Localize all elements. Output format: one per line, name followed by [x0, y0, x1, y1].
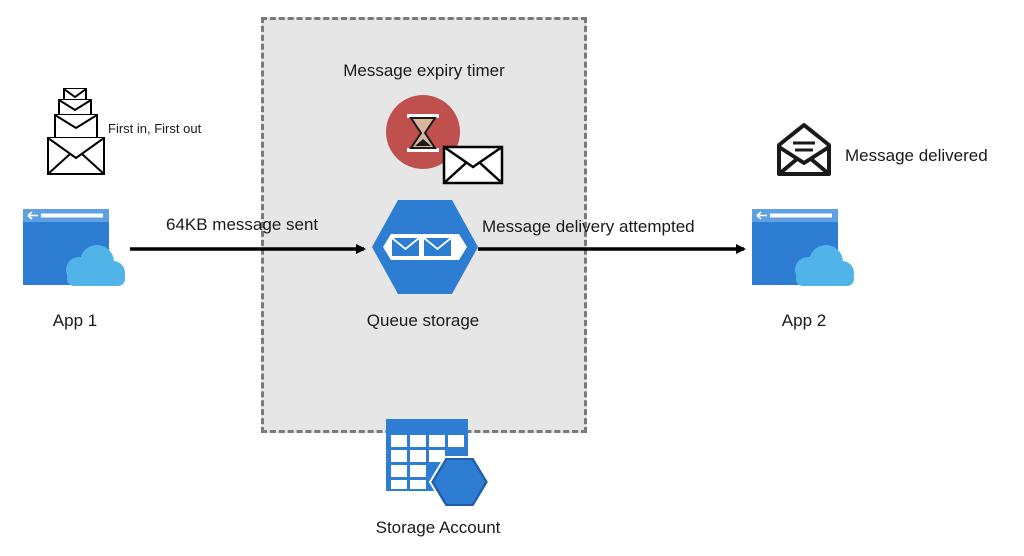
app1-label: App 1: [52, 311, 98, 330]
message-delivered-label: Message delivered: [845, 146, 988, 165]
queue-storage-label: Queue storage: [366, 311, 480, 330]
message-sent-label: 64KB message sent: [166, 215, 319, 234]
open-envelope-icon: [777, 123, 831, 176]
delivery-attempted-label: Message delivery attempted: [482, 217, 695, 236]
expiry-timer-icon: [386, 95, 504, 185]
fifo-label: First in, First out: [108, 121, 202, 136]
envelope-icon: [442, 145, 504, 185]
app2-web-app-icon: [752, 209, 854, 286]
storage-account-label: Storage Account: [375, 518, 501, 537]
storage-account-icon: [386, 419, 491, 508]
expiry-timer-label: Message expiry timer: [343, 61, 505, 80]
app2-label: App 2: [781, 311, 827, 330]
app1-web-app-icon: [23, 209, 125, 286]
envelope-stack-icon: [47, 88, 105, 175]
queue-storage-icon: [372, 200, 478, 294]
